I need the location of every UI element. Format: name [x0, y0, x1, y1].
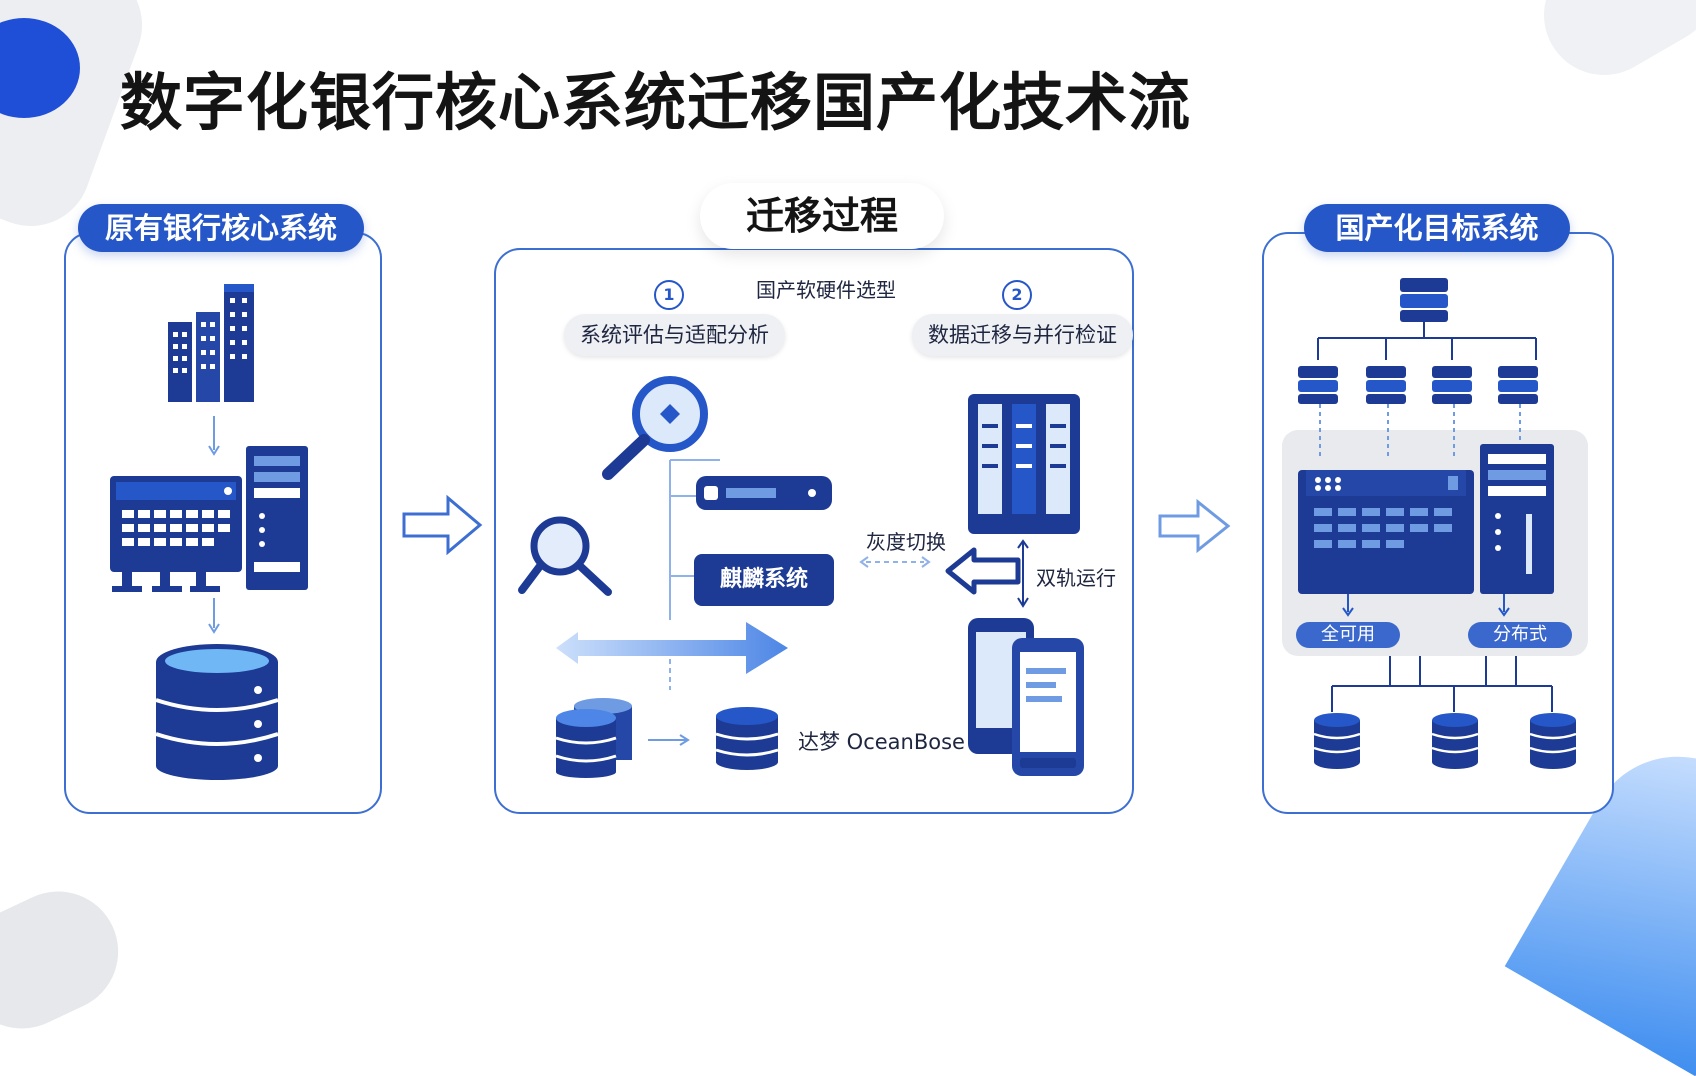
- gray-switch-label: 灰度切换: [866, 530, 946, 554]
- database-icon-small: [715, 707, 779, 770]
- legacy-system-label: 原有银行核心系统: [78, 204, 364, 252]
- mobile-devices-icon: [968, 618, 1084, 776]
- server-cabinet-icon: [968, 394, 1080, 534]
- database-stack-icon: [555, 698, 632, 778]
- step-1-label: 系统评估与适配分析: [564, 314, 785, 356]
- arrow-down-icon: [1342, 594, 1354, 617]
- dual-track-label: 双轨运行: [1036, 566, 1116, 590]
- high-availability-tag: 全可用: [1296, 622, 1400, 648]
- bank-buildings-icon: [168, 284, 254, 402]
- migration-process-label: 迁移过程: [700, 183, 944, 249]
- server-rack-icon: [696, 476, 832, 510]
- step-1-number: 1: [654, 280, 684, 310]
- distributed-tag: 分布式: [1468, 622, 1572, 648]
- target-system-label: 国产化目标系统: [1304, 204, 1570, 252]
- arrow-down-icon: [1498, 594, 1510, 617]
- mainframe-terminal-icon: [110, 446, 308, 592]
- flow-arrow-right-icon: [402, 494, 483, 556]
- dual-track-arrow-icon: [945, 547, 1021, 595]
- step-2-label: 数据迁移与并行检证: [912, 314, 1133, 356]
- corner-gray-shape-bottom-left: [0, 871, 138, 1049]
- flow-arrow-right-icon-2: [1158, 498, 1231, 554]
- step-2-number: 2: [1002, 280, 1032, 310]
- dashed-double-arrow-icon: [859, 556, 931, 568]
- page-title: 数字化银行核心系统迁移国产化技术流: [120, 66, 1192, 139]
- database-icon-target-1: [1313, 713, 1361, 769]
- connector-lines: [669, 459, 720, 690]
- database-icon-target-3: [1529, 713, 1577, 769]
- server-tree-icon: [1298, 278, 1538, 404]
- storage-tree-lines: [1331, 656, 1553, 712]
- dameng-oceanbase-label: 达梦 OceanBose: [798, 730, 965, 754]
- magnifier-icon-small: [518, 516, 612, 596]
- vertical-double-arrow-icon: [1017, 539, 1029, 608]
- domestic-selection-caption: 国产软硬件选型: [756, 278, 896, 302]
- magnifier-icon-large: [602, 376, 708, 480]
- arrow-right-icon: [648, 734, 690, 746]
- dashed-feed-lines: [1319, 404, 1521, 460]
- database-icon: [155, 644, 279, 780]
- corner-gray-shape-top-right: [1522, 0, 1696, 97]
- arrow-down-icon: [208, 598, 220, 634]
- database-icon-target-2: [1431, 713, 1479, 769]
- arrow-down-icon: [208, 416, 220, 456]
- target-mainframe-icon: [1298, 444, 1554, 594]
- kylin-os-card: 麒麟系统: [694, 554, 834, 606]
- bidirectional-sync-arrow-icon: [556, 622, 788, 674]
